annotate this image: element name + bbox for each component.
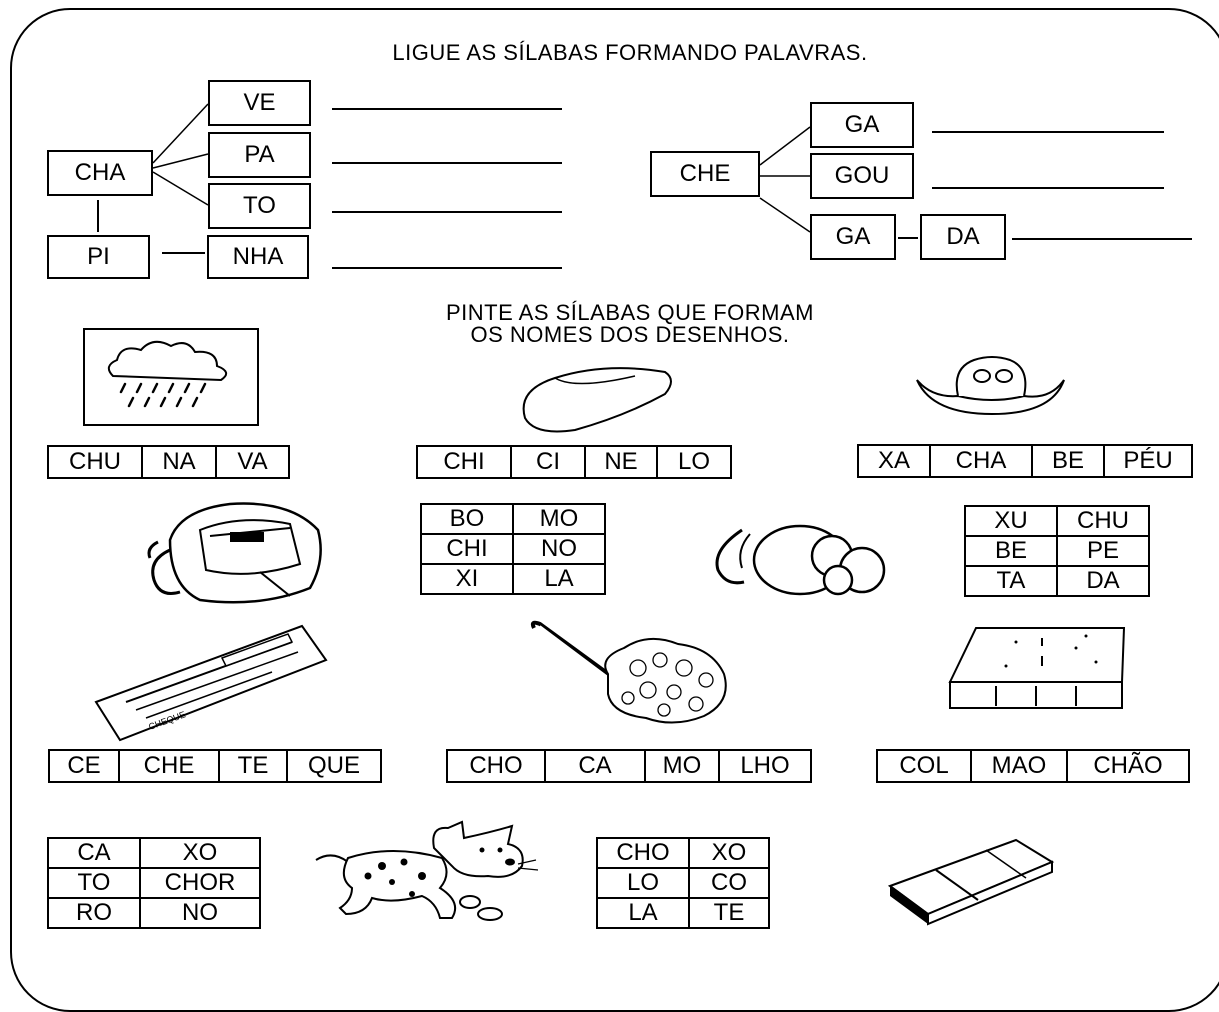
syllable-cell[interactable]: CHO xyxy=(448,751,546,781)
mattress-picture xyxy=(948,627,1126,709)
syllable-cell[interactable]: NA xyxy=(143,447,217,477)
section-1-title: LIGUE AS SÍLABAS FORMANDO PALAVRAS. xyxy=(392,40,868,65)
syllable-strip-chuva: CHU NA VA xyxy=(47,445,290,479)
syllable-cell[interactable]: XA xyxy=(859,446,931,476)
syllable-che: CHE xyxy=(650,151,760,197)
syllable-cell[interactable]: CO xyxy=(688,867,770,899)
syllable-cell[interactable]: CA xyxy=(546,751,646,781)
backpack-picture xyxy=(147,502,322,604)
syllable-ga-top: GA xyxy=(810,102,914,148)
section-2-title-line-1: PINTE AS SÍLABAS QUE FORMAM xyxy=(445,300,815,325)
section-2-title-line-2: OS NOMES DOS DESENHOS. xyxy=(470,322,790,347)
answer-line[interactable] xyxy=(332,108,562,110)
bath-brush-picture xyxy=(530,620,727,724)
syllable-pi: PI xyxy=(47,235,150,279)
left-connector-lines xyxy=(97,103,918,254)
syllable-cell[interactable]: CHI xyxy=(418,447,512,477)
answer-line[interactable] xyxy=(1012,238,1192,240)
syllable-cell[interactable]: QUE xyxy=(307,752,360,779)
syllable-cell[interactable]: VA xyxy=(237,448,268,475)
syllable-to: TO xyxy=(208,183,311,229)
pacifier-picture xyxy=(715,524,886,596)
syllable-strip-chapeu: XA CHA BE PÉU xyxy=(857,444,1193,478)
syllable-gou: GOU xyxy=(810,153,914,199)
syllable-cell[interactable]: MO xyxy=(512,503,606,535)
syllable-cell[interactable]: CHU xyxy=(49,447,143,477)
syllable-cell[interactable]: MAO xyxy=(972,751,1068,781)
syllable-da: DA xyxy=(920,214,1006,260)
syllable-cell[interactable]: TO xyxy=(47,867,141,899)
answer-line[interactable] xyxy=(332,267,562,269)
syllable-pa: PA xyxy=(208,132,311,178)
syllable-ve: VE xyxy=(208,80,311,126)
syllable-cell[interactable]: CI xyxy=(512,447,586,477)
answer-line[interactable] xyxy=(332,162,562,164)
syllable-cell[interactable]: LO xyxy=(596,867,690,899)
syllable-cell[interactable]: XU xyxy=(964,505,1058,537)
syllable-cell[interactable]: CE xyxy=(50,751,120,781)
syllable-cell[interactable]: NO xyxy=(139,897,261,929)
syllable-cell[interactable]: CHU xyxy=(1056,505,1150,537)
dog-picture xyxy=(315,820,539,921)
syllable-cell[interactable]: CHE xyxy=(120,751,220,781)
syllable-cell[interactable]: XO xyxy=(688,837,770,869)
syllable-cell[interactable]: CHÃO xyxy=(1093,752,1163,779)
syllable-strip-colchao: COL MAO CHÃO xyxy=(876,749,1190,783)
answer-line[interactable] xyxy=(332,211,562,213)
syllable-cell[interactable]: DA xyxy=(1056,565,1150,597)
syllable-cell[interactable]: NO xyxy=(512,533,606,565)
syllable-ga-bottom: GA xyxy=(810,214,896,260)
syllable-cell[interactable]: CHI xyxy=(420,533,514,565)
syllable-cell[interactable]: XI xyxy=(420,563,514,595)
syllable-cell[interactable]: LHO xyxy=(740,752,790,779)
syllable-cell[interactable]: LA xyxy=(596,897,690,929)
slipper-picture xyxy=(522,367,672,433)
syllable-cell[interactable]: MO xyxy=(646,751,720,781)
syllable-cell[interactable]: BE xyxy=(1033,446,1105,476)
syllable-strip-chinelo: CHI CI NE LO xyxy=(416,445,732,479)
cheque-picture: CHEQUE xyxy=(94,624,328,742)
syllable-cell[interactable]: XO xyxy=(139,837,261,869)
syllable-cell[interactable]: CHA xyxy=(931,446,1033,476)
syllable-nha: NHA xyxy=(207,235,309,279)
syllable-cell[interactable]: CHO xyxy=(596,837,690,869)
syllable-cell[interactable]: TE xyxy=(220,751,288,781)
syllable-cell[interactable]: NE xyxy=(586,447,658,477)
syllable-strip-cheque: CE CHE TE QUE xyxy=(48,749,382,783)
syllable-strip-chocalho: CHO CA MO LHO xyxy=(446,749,812,783)
syllable-cell[interactable]: CHOR xyxy=(139,867,261,899)
syllable-cell[interactable]: BE xyxy=(964,535,1058,567)
rain-cloud-picture xyxy=(83,328,259,426)
answer-line[interactable] xyxy=(932,187,1164,189)
hat-picture xyxy=(916,356,1065,416)
syllable-cell[interactable]: LA xyxy=(512,563,606,595)
syllable-cell[interactable]: LO xyxy=(677,448,710,475)
syllable-cell[interactable]: PÉU xyxy=(1123,447,1173,474)
syllable-cell[interactable]: PE xyxy=(1056,535,1150,567)
syllable-cell[interactable]: TE xyxy=(688,897,770,929)
syllable-cell[interactable]: TA xyxy=(964,565,1058,597)
syllable-cha: CHA xyxy=(47,150,153,196)
syllable-cell[interactable]: CA xyxy=(47,837,141,869)
syllable-cell[interactable]: COL xyxy=(878,751,972,781)
chocolate-bar-picture xyxy=(887,838,1055,926)
syllable-cell[interactable]: RO xyxy=(47,897,141,929)
answer-line[interactable] xyxy=(932,131,1164,133)
syllable-cell[interactable]: BO xyxy=(420,503,514,535)
